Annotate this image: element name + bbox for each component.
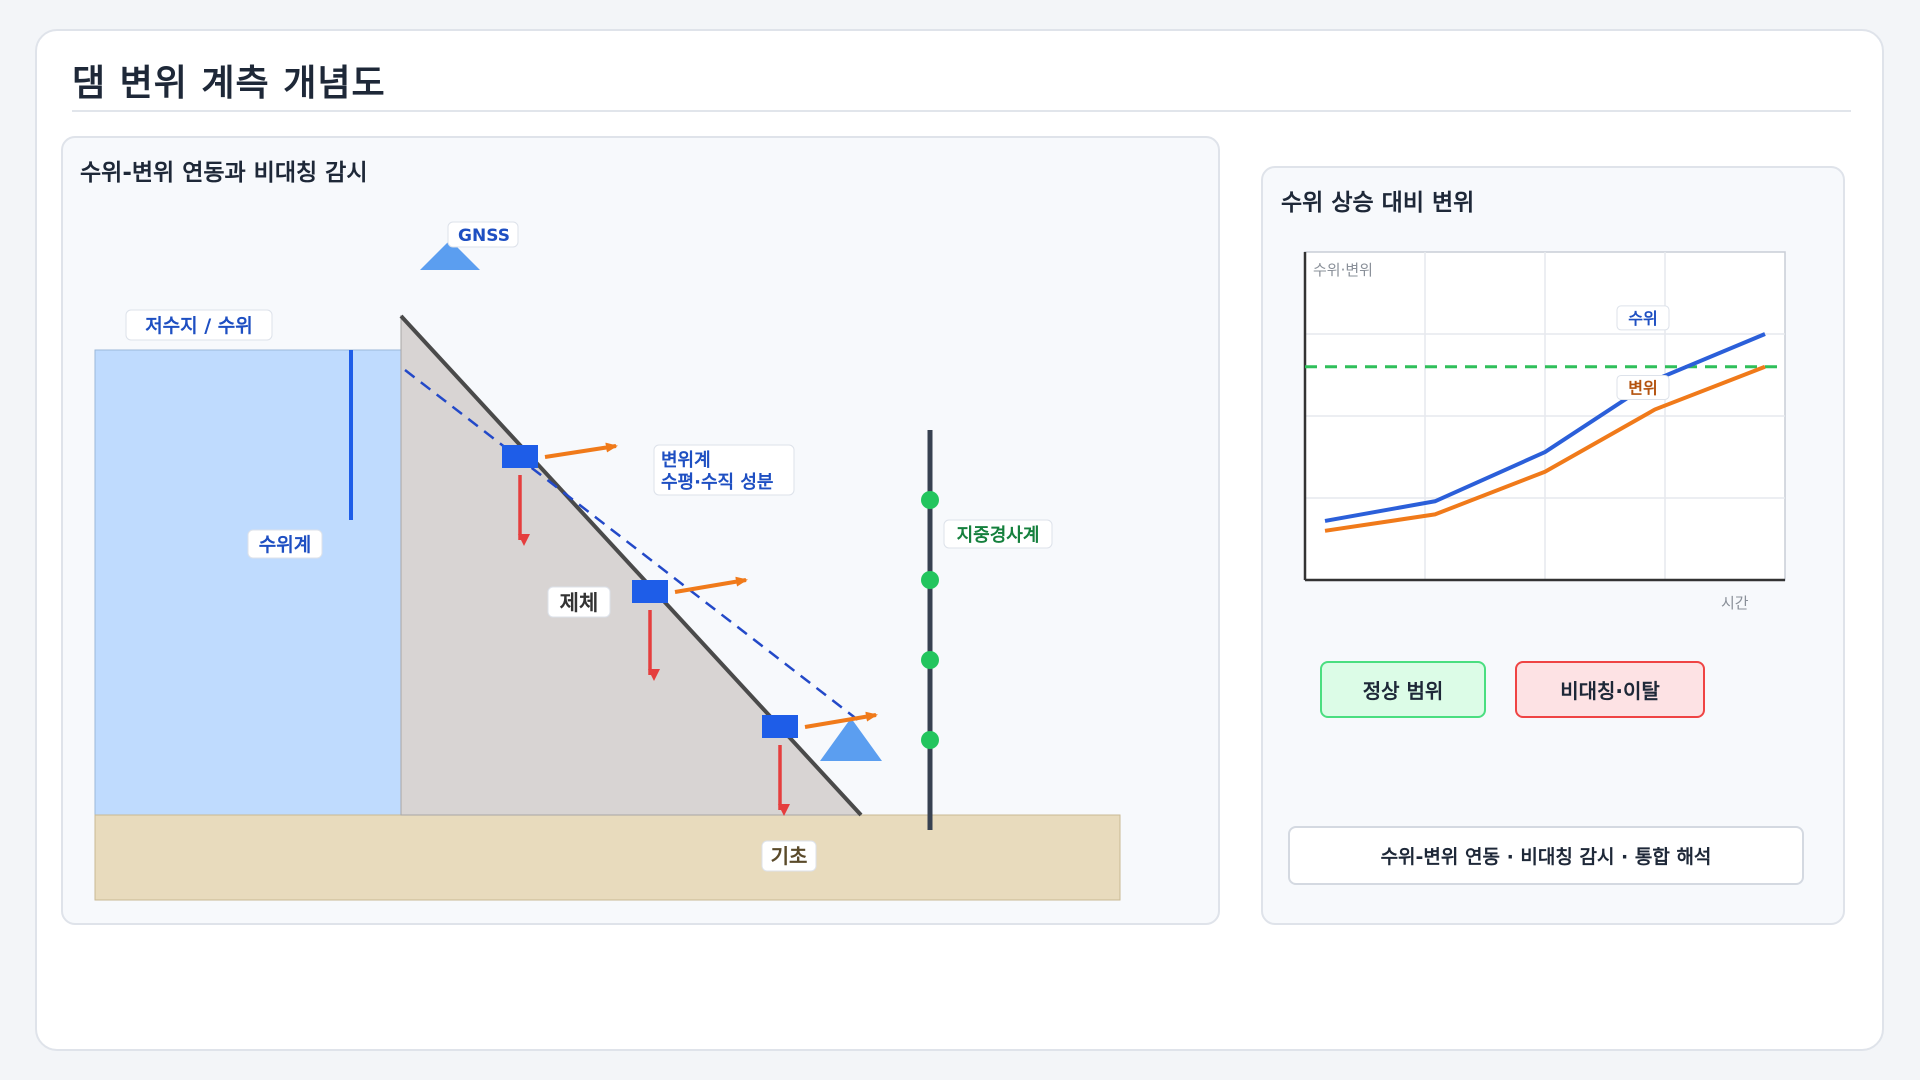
horizontal-arrow-3 [804,711,878,729]
series-line-displacement [1324,364,1766,533]
series-label: 변위 [1628,378,1657,397]
horizontal-arrow-1 [544,442,618,459]
inclinometer-node [921,651,939,669]
displacement-meter-sublabel: 수평·수직 성분 [661,472,773,493]
reservoir-water [94,349,402,816]
dam-body-label: 제체 [560,591,599,615]
water-gauge-label: 수위계 [259,534,311,556]
reservoir-label: 저수지 / 수위 [145,315,253,337]
displacement-sensor-2 [632,580,668,603]
foundation [94,814,1121,901]
left-panel-title: 수위-변위 연동과 비대칭 감시 [80,160,368,186]
phreatic-line [404,369,859,721]
gnss-antenna-icon [420,240,480,270]
gnss-label: GNSS [458,226,510,246]
displacement-sensor-1 [502,445,538,468]
series-label-box [1616,305,1670,331]
horizontal-arrow-2 [674,576,748,594]
series-label-box [1616,374,1670,400]
survey-prism-icon [820,718,882,761]
inclinometer-node [921,731,939,749]
page-title: 댐 변위 계측 개념도 [72,63,386,104]
displacement-sensor-3 [762,715,798,738]
right-panel-title: 수위 상승 대비 변위 [1281,190,1475,216]
chart-x-label: 시간 [1721,594,1749,612]
series-line-water-level [1324,332,1766,523]
series-label: 수위 [1628,309,1657,328]
inclinometer-label: 지중경사계 [957,525,1040,546]
displacement-meter-label: 변위계 [661,450,711,471]
status-normal-badge: 정상 범위 [1320,661,1486,718]
inclinometer-node [921,491,939,509]
summary-note: 수위-변위 연동 · 비대칭 감시 · 통합 해석 [1288,826,1804,885]
foundation-label: 기초 [771,844,808,868]
title-divider [72,110,1851,112]
chart-y-label: 수위·변위 [1313,261,1373,279]
status-abnormal-badge: 비대칭·이탈 [1515,661,1705,718]
inclinometer-node [921,571,939,589]
